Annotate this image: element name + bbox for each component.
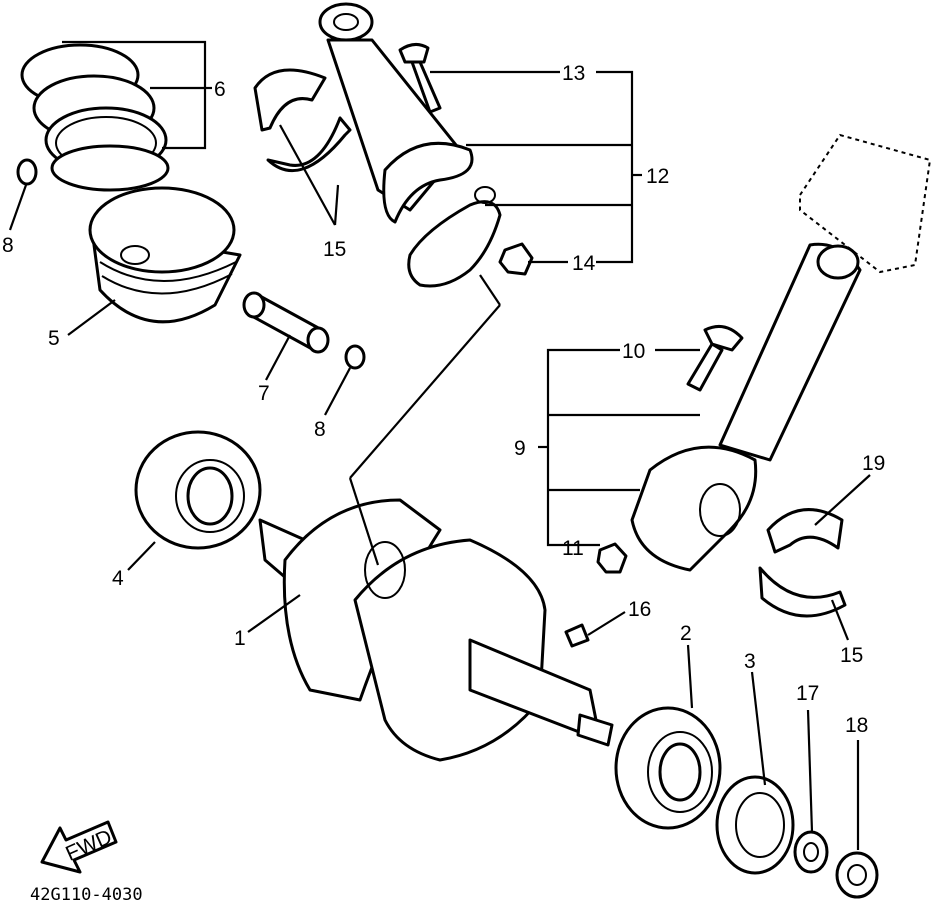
callout-9: 9 bbox=[514, 437, 526, 460]
callout-15-top: 15 bbox=[323, 238, 346, 261]
drive-gear bbox=[715, 775, 795, 875]
woodruff-key bbox=[564, 623, 590, 648]
callout-7: 7 bbox=[258, 382, 270, 405]
rod-bolt bbox=[398, 43, 442, 114]
callout-8-top: 8 bbox=[2, 234, 14, 257]
callout-13: 13 bbox=[562, 62, 585, 85]
callout-4: 4 bbox=[112, 567, 124, 590]
leader-lines bbox=[8, 40, 871, 850]
callout-18: 18 bbox=[845, 714, 868, 737]
diagram-code: 42G110-4030 bbox=[30, 885, 143, 905]
callout-17: 17 bbox=[796, 682, 819, 705]
callout-11: 11 bbox=[562, 537, 584, 560]
crankshaft bbox=[258, 498, 614, 762]
piston-rings bbox=[20, 43, 170, 192]
rod-bolt-right bbox=[686, 324, 744, 392]
callout-12: 12 bbox=[646, 165, 669, 188]
main-bearing-right bbox=[614, 706, 722, 830]
callout-2: 2 bbox=[680, 622, 692, 645]
connecting-rod-right bbox=[630, 133, 932, 572]
callout-14: 14 bbox=[572, 252, 596, 275]
callout-16: 16 bbox=[628, 598, 651, 621]
piston bbox=[88, 186, 242, 324]
callout-3: 3 bbox=[744, 650, 756, 673]
connecting-rod-top bbox=[318, 2, 502, 288]
rod-nut bbox=[498, 242, 534, 276]
callout-8-lower: 8 bbox=[314, 418, 326, 441]
callout-15-right: 15 bbox=[840, 644, 863, 667]
callout-1: 1 bbox=[234, 627, 246, 650]
bearing-halves-right bbox=[758, 508, 847, 618]
main-bearing-left bbox=[134, 430, 262, 550]
callout-5: 5 bbox=[48, 327, 60, 350]
fwd-arrow: FWD bbox=[40, 820, 118, 874]
rod-nut-right bbox=[596, 542, 628, 574]
callout-19: 19 bbox=[862, 452, 885, 475]
callout-labels: 1 2 3 4 5 6 7 8 8 9 10 11 12 13 14 15 15… bbox=[2, 62, 885, 737]
callout-6: 6 bbox=[214, 78, 226, 101]
washer bbox=[793, 830, 829, 874]
crank-nut bbox=[835, 851, 879, 899]
circlip-top bbox=[16, 158, 38, 186]
callout-10: 10 bbox=[622, 340, 645, 363]
bearing-halves-top bbox=[253, 68, 352, 173]
piston-pin bbox=[242, 291, 330, 354]
circlip-lower bbox=[344, 344, 366, 370]
